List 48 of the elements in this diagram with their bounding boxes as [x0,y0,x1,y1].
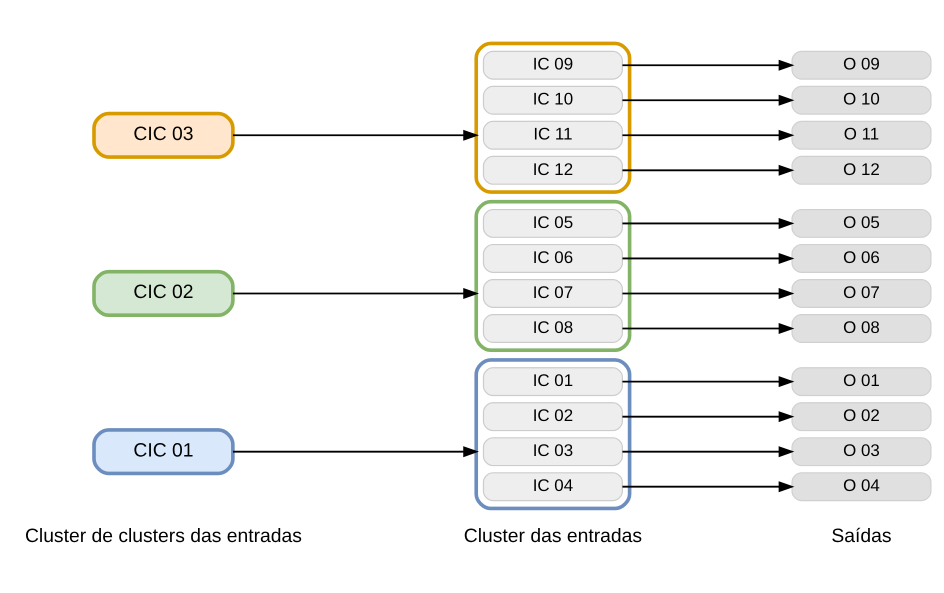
arrow [622,411,794,422]
node-box: O 05 [791,208,932,238]
cluster [474,358,632,510]
arrow [622,130,794,141]
label: Cluster das entradas [464,526,642,548]
node-box: IC 06 [482,244,623,273]
arrow [622,288,794,299]
arrow [622,218,794,229]
node-box: O 12 [791,156,932,185]
node-box: IC 08 [482,314,623,343]
node-box: O 09 [791,50,932,80]
node-box: IC 04 [482,472,623,502]
node-box: O 01 [791,367,932,396]
label: Cluster de clusters das entradas [24,526,302,548]
node-box: O 07 [791,279,932,308]
arrow [622,481,794,492]
arrow [232,446,479,458]
node-box: O 06 [791,244,932,273]
node-box: IC 07 [482,279,623,308]
arrow [622,323,794,334]
node-box: IC 02 [482,402,623,432]
cluster [474,200,632,352]
node-box: CIC 02 [92,270,235,318]
node-box: O 03 [791,437,932,466]
arrow [232,130,479,141]
node-box: IC 12 [482,156,623,185]
arrow [622,164,794,176]
arrow [622,376,794,388]
node-box: IC 03 [482,437,623,466]
cluster [474,42,632,194]
node-box: O 02 [791,402,932,432]
node-box: IC 05 [482,208,623,238]
node-box: IC 09 [482,50,623,80]
arrow [622,94,794,106]
node-box: CIC 01 [92,428,235,476]
arrow [622,60,794,71]
arrow [232,288,479,299]
arrow [622,446,794,458]
node-box: CIC 03 [92,112,235,159]
arrow [622,252,794,264]
node-box: O 04 [791,472,932,502]
node-box: IC 01 [482,367,623,396]
node-box: O 08 [791,314,932,343]
node-box: O 10 [791,86,932,115]
label: Saídas [831,526,892,548]
node-box: IC 10 [482,86,623,115]
node-box: IC 11 [482,120,623,150]
node-box: O 11 [791,120,932,150]
